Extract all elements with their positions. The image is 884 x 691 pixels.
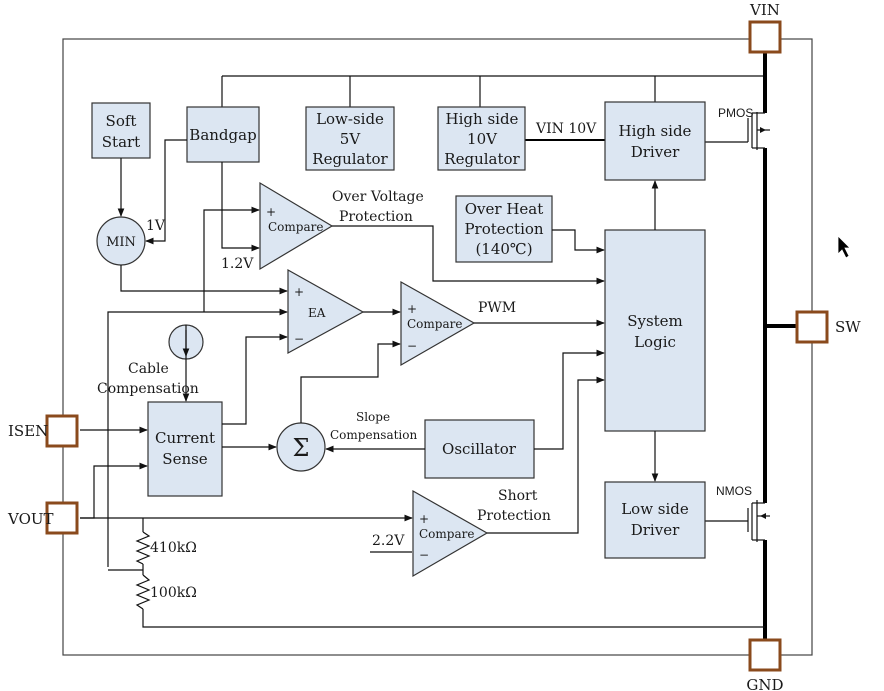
gnd-pin bbox=[748, 638, 782, 672]
r1-label: 410kΩ bbox=[150, 540, 197, 556]
pwm-plus: + bbox=[407, 302, 417, 316]
lowside-driver-line2: Driver bbox=[631, 521, 680, 539]
short-label-line1: Short bbox=[498, 488, 538, 504]
cable-comp-line1: Cable bbox=[128, 361, 169, 377]
pwm-label: PWM bbox=[478, 300, 516, 316]
soft-start-line2: Start bbox=[102, 133, 140, 151]
oscillator-block bbox=[424, 419, 535, 479]
slope-comp-line2: Compensation bbox=[330, 428, 417, 442]
short-comparator bbox=[412, 489, 489, 578]
nmos-transistor bbox=[705, 500, 770, 542]
system-logic-line1: System bbox=[627, 312, 683, 330]
nmos-label: NMOS bbox=[716, 484, 752, 498]
v1-2-label: 1.2V bbox=[221, 256, 254, 272]
highside-reg-line1: High side bbox=[446, 110, 519, 128]
bandgap-block bbox=[186, 106, 260, 163]
ovp-plus: + bbox=[266, 205, 276, 219]
v2-2-label: 2.2V bbox=[372, 533, 405, 549]
pmos-transistor bbox=[705, 112, 770, 150]
current-sense-line2: Sense bbox=[162, 450, 208, 468]
short-label-line2: Protection bbox=[477, 508, 551, 524]
highside-driver-block bbox=[604, 101, 706, 181]
lowside-driver-block bbox=[604, 481, 706, 559]
short-plus: + bbox=[419, 512, 429, 526]
ea-minus: − bbox=[294, 332, 304, 346]
highside-driver-line1: High side bbox=[619, 122, 692, 140]
pmos-label: PMOS bbox=[718, 106, 753, 120]
ovp-compare-label: Compare bbox=[268, 220, 323, 234]
short-compare-label: Compare bbox=[419, 527, 474, 541]
vin10v-label: VIN 10V bbox=[535, 121, 597, 137]
current-sense-block bbox=[147, 401, 223, 497]
bandgap-label: Bandgap bbox=[189, 126, 256, 144]
over-heat-line1: Over Heat bbox=[465, 200, 544, 218]
sw-pin-label: SW bbox=[835, 318, 861, 336]
highside-reg-line2: 10V bbox=[467, 130, 498, 148]
cable-comp-line2: Compensation bbox=[97, 381, 199, 397]
sum-label: Σ bbox=[293, 434, 310, 462]
lowside-reg-line3: Regulator bbox=[312, 150, 388, 168]
current-sense-line1: Current bbox=[155, 429, 215, 447]
ovp-comparator bbox=[259, 181, 334, 271]
r2-label: 100kΩ bbox=[150, 585, 197, 601]
ovp-label-line1: Over Voltage bbox=[332, 189, 424, 205]
isen-pin bbox=[45, 414, 79, 448]
system-logic-block bbox=[604, 229, 706, 432]
over-heat-protection-block bbox=[455, 195, 553, 263]
soft-start-line1: Soft bbox=[106, 112, 137, 130]
over-heat-line2: Protection bbox=[464, 220, 543, 238]
ea-label: EA bbox=[308, 306, 326, 320]
vout-pin-label: VOUT bbox=[7, 510, 54, 528]
ovp-label-line2: Protection bbox=[339, 209, 413, 225]
min-label: MIN bbox=[106, 235, 136, 250]
chip-outline bbox=[62, 38, 813, 656]
highside-regulator-block bbox=[437, 106, 526, 171]
highside-reg-line3: Regulator bbox=[444, 150, 520, 168]
highside-driver-line2: Driver bbox=[631, 143, 680, 161]
lowside-driver-line1: Low side bbox=[621, 500, 689, 518]
sw-pin bbox=[795, 310, 829, 344]
vout-pin bbox=[45, 501, 79, 535]
mouse-cursor-icon bbox=[837, 235, 851, 259]
isen-pin-label: ISEN bbox=[8, 422, 48, 440]
error-amplifier bbox=[287, 268, 365, 355]
ea-plus: + bbox=[294, 285, 304, 299]
gnd-pin-label: GND bbox=[746, 676, 783, 691]
v1-label: 1V bbox=[146, 218, 166, 234]
lowside-reg-line2: 5V bbox=[340, 130, 362, 148]
slope-comp-line1: Slope bbox=[356, 410, 390, 424]
pwm-compare-label: Compare bbox=[407, 317, 462, 331]
lowside-reg-line1: Low-side bbox=[316, 110, 384, 128]
system-logic-line2: Logic bbox=[634, 333, 676, 351]
oscillator-label: Oscillator bbox=[442, 440, 517, 458]
vin-pin-label: VIN bbox=[749, 1, 780, 19]
pwm-comparator bbox=[400, 280, 476, 367]
vin-pin bbox=[748, 20, 782, 54]
short-minus: − bbox=[419, 548, 429, 562]
pwm-minus: − bbox=[407, 339, 417, 353]
lowside-regulator-block bbox=[305, 106, 395, 171]
over-heat-line3: (140℃) bbox=[475, 240, 532, 258]
